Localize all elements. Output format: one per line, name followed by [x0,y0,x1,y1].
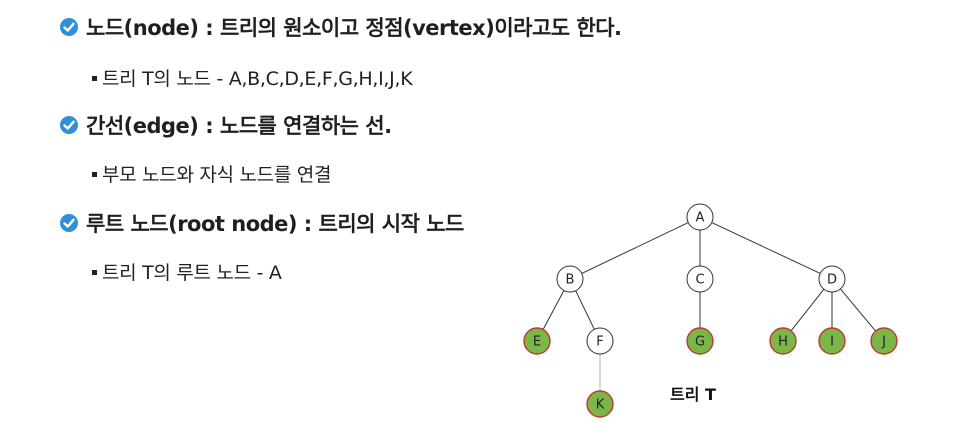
node-label: K [596,398,605,413]
tree-edge-d-h [790,288,825,332]
node-circle [870,327,898,355]
tree-node-c: C [686,265,714,293]
node-label: B [566,273,575,288]
sub-item-root-desc: 트리 T의 루트 노드 - A [92,258,282,285]
square-bullet-icon [92,76,97,81]
node-circle [818,265,846,293]
tree-node-i: I [818,327,846,355]
bullet-item-node: 노드(node) : 트리의 원소이고 정점(vertex)이라고도 한다. [58,12,622,42]
node-circle [686,203,714,231]
tree-edge-b-e [542,290,565,330]
tree-node-h: H [769,327,797,355]
square-bullet-icon [92,172,97,177]
node-label: A [696,211,705,226]
sub-text: 트리 T의 루트 노드 - A [102,262,282,284]
node-circle [586,327,614,355]
bullet-text: 간선(edge) : 노드를 연결하는 선. [86,114,392,138]
tree-node-g: G [686,327,714,355]
node-label: C [695,273,704,288]
sub-text: 트리 T의 노드 - A,B,C,D,E,F,G,H,I,J,K [102,68,413,90]
tree-edge-a-d [711,222,821,274]
node-circle [686,265,714,293]
tree-node-f: F [586,327,614,355]
node-circle [523,327,551,355]
tree-caption: 트리 T [670,385,716,404]
node-label: F [596,335,603,350]
check-circle-icon [60,18,78,36]
tree-edge-b-f [575,290,595,330]
check-circle-icon [60,214,78,232]
node-circle [769,327,797,355]
bullet-text: 루트 노드(root node) : 트리의 시작 노드 [86,212,464,236]
tree-edge-d-j [839,288,877,332]
tree-node-b: B [556,265,584,293]
node-circle [686,327,714,355]
node-circle [556,265,584,293]
node-label: E [533,335,541,350]
tree-node-d: D [818,265,846,293]
sub-item-node-list: 트리 T의 노드 - A,B,C,D,E,F,G,H,I,J,K [92,64,413,91]
tree-node-k: K [586,390,614,418]
node-label: D [827,273,837,288]
node-circle [586,390,614,418]
tree-node-e: E [523,327,551,355]
square-bullet-icon [92,270,97,275]
node-circle [818,327,846,355]
bullet-item-root-node: 루트 노드(root node) : 트리의 시작 노드 [58,208,464,238]
node-label: I [830,335,834,350]
node-label: J [881,335,886,350]
tree-node-a: A [686,203,714,231]
tree-node-j: J [870,327,898,355]
bullet-item-edge: 간선(edge) : 노드를 연결하는 선. [58,110,392,140]
bullet-text: 노드(node) : 트리의 원소이고 정점(vertex)이라고도 한다. [86,16,622,40]
node-label: G [695,335,705,350]
tree-edge-a-b [581,222,689,274]
check-circle-icon [60,116,78,134]
sub-item-edge-desc: 부모 노드와 자식 노드를 연결 [92,160,331,187]
sub-text: 부모 노드와 자식 노드를 연결 [102,164,332,186]
node-label: H [778,335,788,350]
